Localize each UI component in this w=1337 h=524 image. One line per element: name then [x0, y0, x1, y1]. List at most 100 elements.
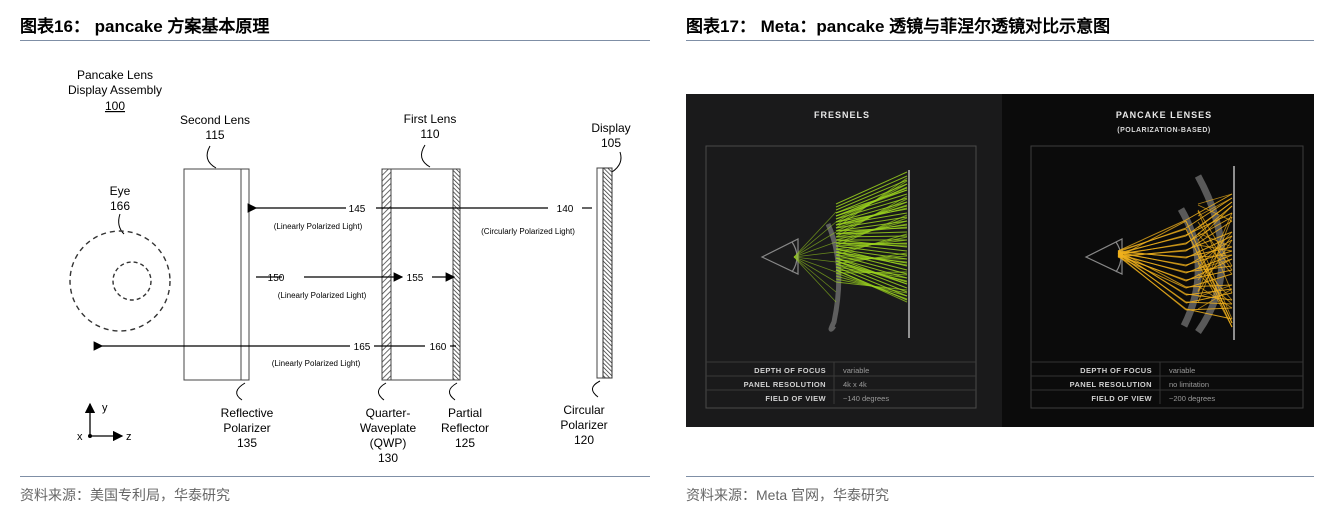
partial-reflector-label: Partial	[448, 406, 482, 420]
ray-line	[1197, 261, 1233, 301]
ray-line	[1185, 288, 1233, 296]
polarization-note-3: (Linearly Polarized Light)	[278, 291, 367, 300]
ray-line	[1197, 232, 1233, 248]
fresnel-frame	[705, 145, 977, 409]
ray-line	[1197, 273, 1233, 305]
ray-line	[1185, 239, 1233, 267]
eye-outer-circle	[69, 230, 171, 332]
title-rule	[686, 40, 1314, 41]
qwp-leader	[378, 382, 387, 401]
ray-line	[1185, 293, 1233, 301]
ray-165-label: 165	[354, 342, 371, 353]
ray-line	[1117, 250, 1187, 257]
ray-line	[835, 179, 908, 211]
ray-line	[1197, 288, 1233, 310]
title-rule	[20, 40, 650, 41]
second-lens-label: Second Lens	[180, 113, 250, 127]
fresnel-row-1-label: DEPTH OF FOCUS	[754, 366, 826, 375]
reflective-polarizer-label-2: Polarizer	[223, 421, 270, 435]
second-lens-number: 115	[205, 128, 224, 142]
pancake-heading: PANCAKE LENSES	[1116, 110, 1212, 120]
pancake-frame	[1030, 145, 1304, 409]
fresnel-row-1-value: variable	[843, 366, 869, 375]
ray-line	[1117, 254, 1187, 311]
assembly-number: 100	[105, 99, 125, 113]
ray-line	[1197, 204, 1233, 222]
second-lens-leader	[206, 145, 217, 169]
figure-17-title: 图表17： Meta：pancake 透镜与菲涅尔透镜对比示意图	[686, 17, 1111, 36]
ray-line	[1117, 254, 1187, 282]
axis-z-label: z	[126, 431, 132, 443]
ray-line	[1197, 258, 1233, 270]
ray-line	[1117, 251, 1187, 267]
ray-line	[835, 197, 908, 220]
display-panel	[602, 167, 613, 379]
ray-line	[793, 241, 837, 258]
ray-line	[1185, 228, 1233, 328]
ray-line	[1197, 209, 1233, 267]
quarter-waveplate	[381, 168, 392, 381]
ray-line	[1197, 210, 1233, 294]
ray-line	[1185, 197, 1233, 229]
ray-140-label: 140	[557, 204, 574, 215]
fresnel-row-2-label: PANEL RESOLUTION	[744, 380, 826, 389]
ray-line	[835, 257, 908, 285]
figure-17-source: 资料来源：Meta 官网，华泰研究	[686, 487, 890, 503]
ray-line	[835, 208, 908, 223]
first-lens-label: First Lens	[404, 112, 457, 126]
ray-line	[1185, 250, 1233, 266]
ray-line	[835, 245, 908, 256]
assembly-label: Pancake Lens	[77, 68, 153, 82]
ray-line	[1117, 219, 1187, 252]
pancake-row-3-value: ~200 degrees	[1169, 394, 1215, 403]
ray-line	[1185, 205, 1233, 245]
ray-line	[1117, 220, 1187, 258]
eye-number: 166	[110, 199, 130, 213]
ray-line	[835, 171, 908, 205]
ray-line	[793, 211, 837, 258]
ray-line	[1197, 205, 1233, 241]
fresnel-rays	[793, 171, 908, 303]
ray-line	[835, 269, 908, 301]
ray-line	[1185, 193, 1233, 221]
reflective-polarizer-number: 135	[237, 436, 257, 450]
reflective-polarizer-label: Reflective	[221, 406, 274, 420]
pancake-spec-table: DEPTH OF FOCUS variable PANEL RESOLUTION…	[1031, 361, 1303, 404]
pancake-row-1-label: DEPTH OF FOCUS	[1080, 366, 1152, 375]
figure-16-panel: 图表16： pancake 方案基本原理 Pancake Lens Displa…	[20, 0, 650, 524]
ray-160-label: 160	[430, 342, 447, 353]
fresnel-vs-pancake-image: FRESNELS PANCAKE LENSES (POLARIZATION-BA…	[686, 94, 1314, 427]
polarization-note-1: (Linearly Polarized Light)	[274, 222, 363, 231]
circular-polarizer-number: 120	[574, 433, 594, 447]
ray-150-label: 150	[268, 273, 285, 284]
ray-line	[1185, 254, 1233, 274]
ray-line	[1197, 244, 1233, 252]
ray-line	[835, 216, 908, 229]
ray-line	[1117, 253, 1187, 274]
ray-line	[1185, 308, 1233, 320]
display-number: 105	[601, 136, 621, 150]
first-lens-leader	[420, 144, 431, 168]
ray-line	[835, 189, 908, 214]
pancake-row-1-value: variable	[1169, 366, 1195, 375]
fresnel-lens	[825, 222, 842, 332]
ray-line	[1197, 239, 1233, 293]
fresnel-heading: FRESNELS	[814, 110, 870, 120]
qwp-label: Quarter-	[366, 406, 411, 420]
ray-line	[1185, 212, 1233, 236]
ray-line	[793, 256, 837, 293]
eye-inner-circle	[112, 261, 152, 301]
ray-line	[793, 221, 837, 258]
ray-line	[835, 271, 908, 274]
pancake-rays	[1117, 193, 1233, 328]
pancake-principle-diagram: Pancake Lens Display Assembly 100 Eye 16…	[68, 68, 631, 465]
partial-reflector	[452, 168, 461, 381]
pancake-lens-front	[1177, 207, 1202, 328]
ray-155-label: 155	[407, 273, 424, 284]
circular-polarizer-leader	[592, 380, 601, 398]
ray-line	[1197, 233, 1233, 275]
ray-line	[793, 251, 837, 258]
ray-line	[835, 242, 908, 252]
ray-line	[793, 256, 837, 263]
assembly-label-2: Display Assembly	[68, 83, 162, 97]
